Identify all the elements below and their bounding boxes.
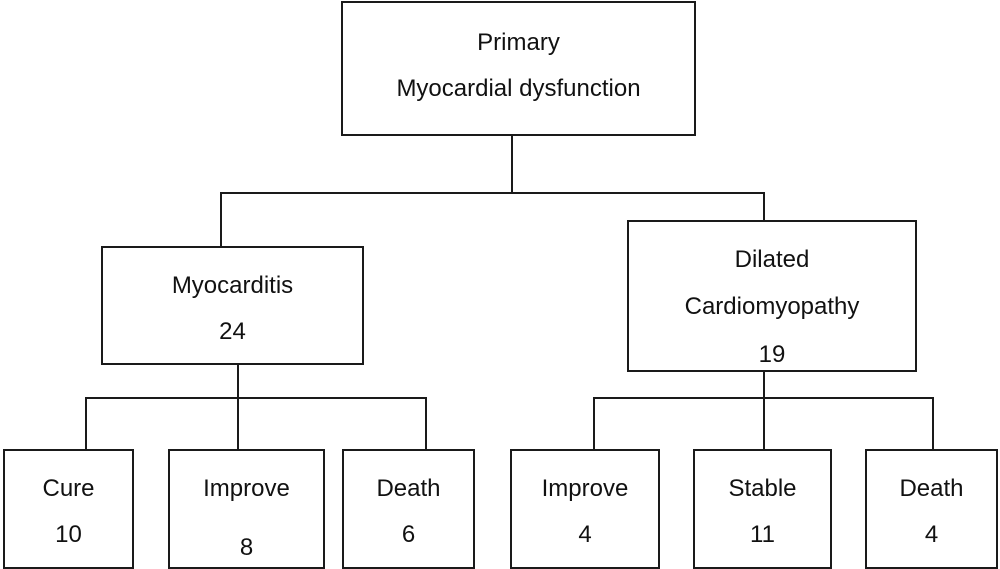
node-death-myocarditis: Death 6	[342, 449, 475, 569]
node-dilated-cardiomyopathy: Dilated Cardiomyopathy 19	[627, 220, 917, 372]
node-death-dilated: Death 4	[865, 449, 998, 569]
node-label: Death	[899, 475, 964, 502]
node-label: Cure	[42, 475, 95, 502]
node-myocarditis: Myocarditis 24	[101, 246, 364, 365]
node-label: Primary	[477, 29, 560, 56]
node-count: 19	[758, 341, 786, 368]
node-count: 8	[239, 534, 254, 561]
node-label: Improve	[541, 475, 629, 502]
node-count: 4	[578, 521, 592, 548]
node-label: Stable	[728, 475, 797, 502]
node-count: 6	[401, 521, 416, 548]
node-label: Myocarditis	[171, 272, 294, 299]
node-label: Myocardial dysfunction	[396, 75, 641, 102]
node-cure: Cure 10	[3, 449, 134, 569]
node-primary-myocardial-dysfunction: Primary Myocardial dysfunction	[341, 1, 696, 136]
node-improve-dilated: Improve 4	[510, 449, 660, 569]
node-count: 10	[55, 521, 82, 548]
node-label: Death	[376, 475, 441, 502]
node-label: Cardiomyopathy	[684, 293, 860, 320]
node-count: 4	[924, 521, 939, 548]
node-label: Improve	[203, 475, 290, 502]
node-improve-myocarditis: Improve 8	[168, 449, 325, 569]
node-count: 11	[750, 521, 775, 548]
node-label: Dilated	[734, 246, 810, 273]
node-count: 24	[219, 318, 246, 345]
node-stable-dilated: Stable 11	[693, 449, 832, 569]
